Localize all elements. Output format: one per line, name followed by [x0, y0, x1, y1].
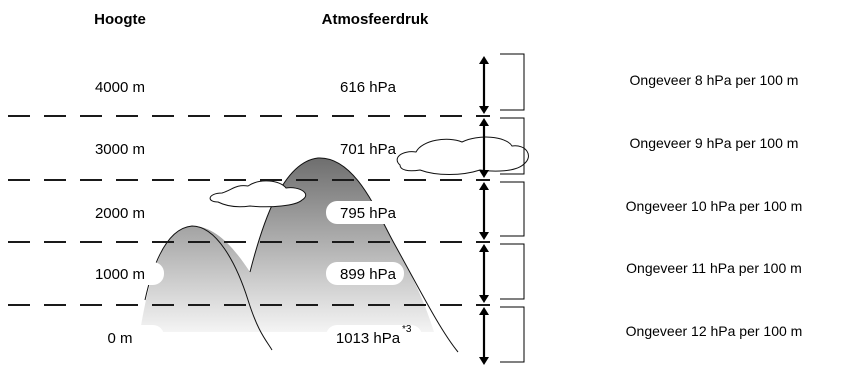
rate-label-0: Ongeveer 12 hPa per 100 m	[626, 323, 803, 339]
rate-label-3000: Ongeveer 9 hPa per 100 m	[630, 135, 799, 151]
pressure-label-4000: 616 hPa	[340, 79, 397, 96]
pressure-label-3000: 701 hPa	[340, 141, 397, 158]
level-lines	[8, 115, 490, 306]
altitude-labels: 4000 m 3000 m 2000 m 1000 m 0 m	[95, 79, 145, 347]
band-bracket-3000	[500, 117, 525, 175]
footnote-mark: *3	[402, 324, 412, 335]
band-bracket-0	[500, 306, 525, 363]
band-bracket-1000	[500, 243, 525, 300]
altitude-label-4000: 4000 m	[95, 79, 145, 96]
label-backgrounds	[78, 201, 422, 349]
altitude-label-0: 0 m	[107, 330, 132, 347]
band-brackets	[500, 53, 525, 363]
altitude-label-1000: 1000 m	[95, 266, 145, 283]
mountain-illustration	[140, 157, 459, 353]
pressure-label-1000: 899 hPa	[340, 266, 397, 283]
pressure-header: Atmosfeerdruk	[322, 11, 429, 28]
rate-label-4000: Ongeveer 8 hPa per 100 m	[630, 72, 799, 88]
band-bracket-4000	[500, 53, 525, 111]
cloud-left	[209, 180, 307, 208]
band-bracket-2000	[500, 181, 525, 237]
rate-label-2000: Ongeveer 10 hPa per 100 m	[626, 198, 803, 214]
pressure-label-2000: 795 hPa	[340, 205, 397, 222]
altitude-header: Hoogte	[94, 11, 146, 28]
pressure-label-0: 1013 hPa	[336, 330, 401, 347]
pressure-labels: 616 hPa 701 hPa 795 hPa 899 hPa 1013 hPa…	[336, 79, 412, 347]
cloud-right	[396, 136, 529, 175]
rate-label-1000: Ongeveer 11 hPa per 100 m	[626, 260, 802, 276]
altitude-label-3000: 3000 m	[95, 141, 145, 158]
altitude-label-2000: 2000 m	[95, 205, 145, 222]
rate-labels: Ongeveer 8 hPa per 100 m Ongeveer 9 hPa …	[626, 72, 803, 339]
